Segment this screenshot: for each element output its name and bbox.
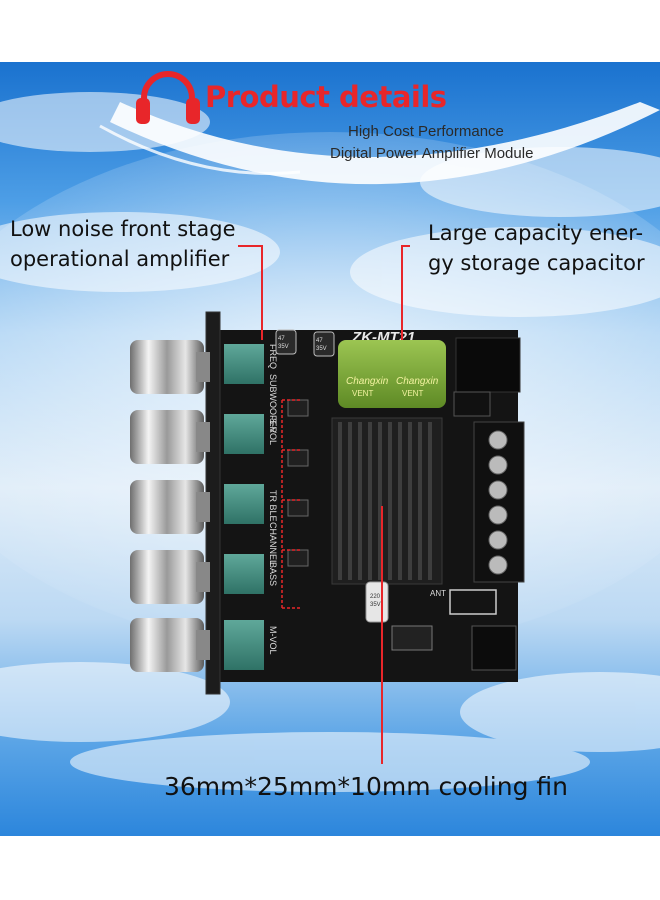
callout-capacitor-line2: gy storage capacitor (428, 251, 645, 275)
potentiometer (224, 620, 264, 670)
callout-front-stage-line1: Low noise front stage (10, 217, 236, 241)
bluetooth-antenna (449, 589, 497, 615)
amplifier-board: FREQ SUBWOOFER S-VOL TR BLE CHANNEL BASS… (130, 311, 525, 695)
volume-knob (130, 340, 210, 394)
antenna-label: ANT (430, 589, 446, 598)
volume-knob (130, 550, 210, 604)
headphones-icon (136, 71, 200, 124)
pot-label: BASS (268, 562, 278, 586)
svg-text:47: 47 (316, 338, 323, 344)
svg-text:Changxin: Changxin (396, 376, 439, 387)
pot-label: M-VOL (268, 626, 278, 655)
leader-front-stage (238, 245, 263, 340)
subtitle-line2: Digital Power Amplifier Module (330, 145, 534, 162)
callout-front-stage-line2: operational amplifier (10, 247, 230, 271)
leader-capacitor (401, 245, 410, 340)
callout-front-stage: Low noise front stage operational amplif… (10, 214, 235, 274)
potentiometer (224, 344, 264, 384)
speaker-terminal-block (473, 421, 525, 583)
potentiometer (224, 554, 264, 594)
cooling-fin-heatsink (331, 417, 443, 585)
potentiometer (224, 414, 264, 454)
energy-storage-capacitor: Changxin Changxin VENT VENT (338, 340, 446, 408)
small-capacitor: 47 35V (313, 331, 335, 357)
pot-label: SUBWOOFER (268, 374, 278, 434)
svg-text:VENT: VENT (402, 389, 423, 398)
dc-power-jack (455, 337, 521, 393)
svg-text:35V: 35V (370, 602, 381, 608)
page-title: Product details (205, 80, 447, 114)
callout-cooling-fin: 36mm*25mm*10mm cooling fin (164, 772, 568, 801)
pot-label: S-VOL (268, 418, 278, 445)
svg-text:47: 47 (278, 336, 285, 342)
potentiometer (224, 484, 264, 524)
svg-text:35V: 35V (278, 344, 289, 350)
svg-text:VENT: VENT (352, 389, 373, 398)
svg-text:220: 220 (370, 594, 381, 600)
subtitle-line1: High Cost Performance (348, 123, 504, 140)
volume-knob (130, 410, 210, 464)
volume-knob (130, 618, 210, 672)
small-capacitor: 47 35V (275, 329, 297, 355)
callout-capacitor-line1: Large capacity ener- (428, 221, 644, 245)
switch (453, 391, 491, 417)
svg-text:35V: 35V (316, 346, 327, 352)
pot-label: FREQ (268, 344, 278, 369)
callout-capacitor: Large capacity ener- gy storage capacito… (428, 218, 645, 278)
audio-jack (471, 625, 517, 671)
volume-knob (130, 480, 210, 534)
pot-label: CHANNEL (268, 522, 278, 565)
bluetooth-chip (391, 625, 433, 651)
svg-text:Changxin: Changxin (346, 376, 389, 387)
pot-label: TR BLE (268, 490, 278, 522)
